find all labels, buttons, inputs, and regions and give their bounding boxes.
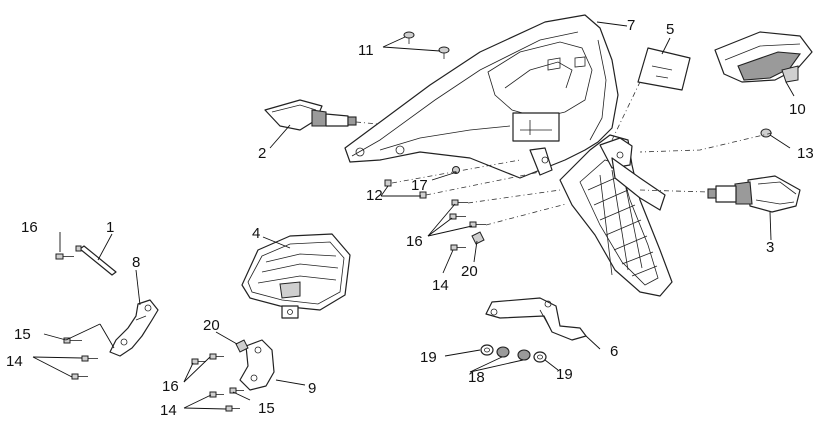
fasteners — [55, 31, 772, 412]
callout-1: 1 — [106, 219, 114, 236]
left-bracket — [109, 299, 159, 357]
right-turn-signal — [707, 175, 801, 213]
callout-13: 13 — [797, 145, 814, 162]
assembly-lines — [355, 81, 773, 226]
callout-16-center: 16 — [406, 233, 423, 250]
right-bracket — [239, 339, 275, 391]
callout-14-center: 14 — [432, 277, 449, 294]
callout-numbers: 1 2 3 4 5 6 7 8 9 10 11 12 13 14 14 14 1… — [6, 17, 814, 419]
callout-15-left: 15 — [14, 326, 31, 343]
rear-seat-cover — [714, 31, 813, 83]
callout-5: 5 — [666, 21, 674, 38]
callout-4: 4 — [252, 225, 260, 242]
callout-3: 3 — [766, 239, 774, 256]
callout-7: 7 — [627, 17, 635, 34]
callout-20-bottom: 20 — [203, 317, 220, 334]
callout-18: 18 — [468, 369, 485, 386]
callout-2: 2 — [258, 145, 266, 162]
callout-17: 17 — [411, 177, 428, 194]
left-turn-signal — [264, 99, 357, 131]
callout-12: 12 — [366, 187, 383, 204]
callout-8: 8 — [132, 254, 140, 271]
rear-tail-cowl — [344, 14, 619, 179]
callout-14-bottom: 14 — [160, 402, 177, 419]
callout-14-left: 14 — [6, 353, 23, 370]
callout-11: 11 — [358, 42, 374, 59]
leader-lines — [32, 21, 795, 410]
callout-16-bottom: 16 — [162, 378, 179, 395]
callout-20-center: 20 — [461, 263, 478, 280]
license-plate-bracket — [485, 297, 587, 341]
callout-19-left: 19 — [420, 349, 437, 366]
tail-light — [241, 233, 351, 319]
callout-9: 9 — [308, 380, 316, 397]
callout-15-bottom: 15 — [258, 400, 275, 417]
license-lamp-bracket — [637, 47, 691, 91]
callout-16-left: 16 — [21, 219, 38, 236]
rear-fender — [559, 134, 673, 297]
support-rod — [79, 245, 117, 276]
callout-19-right: 19 — [556, 366, 573, 383]
callout-10: 10 — [789, 101, 806, 118]
callout-6: 6 — [610, 343, 618, 360]
